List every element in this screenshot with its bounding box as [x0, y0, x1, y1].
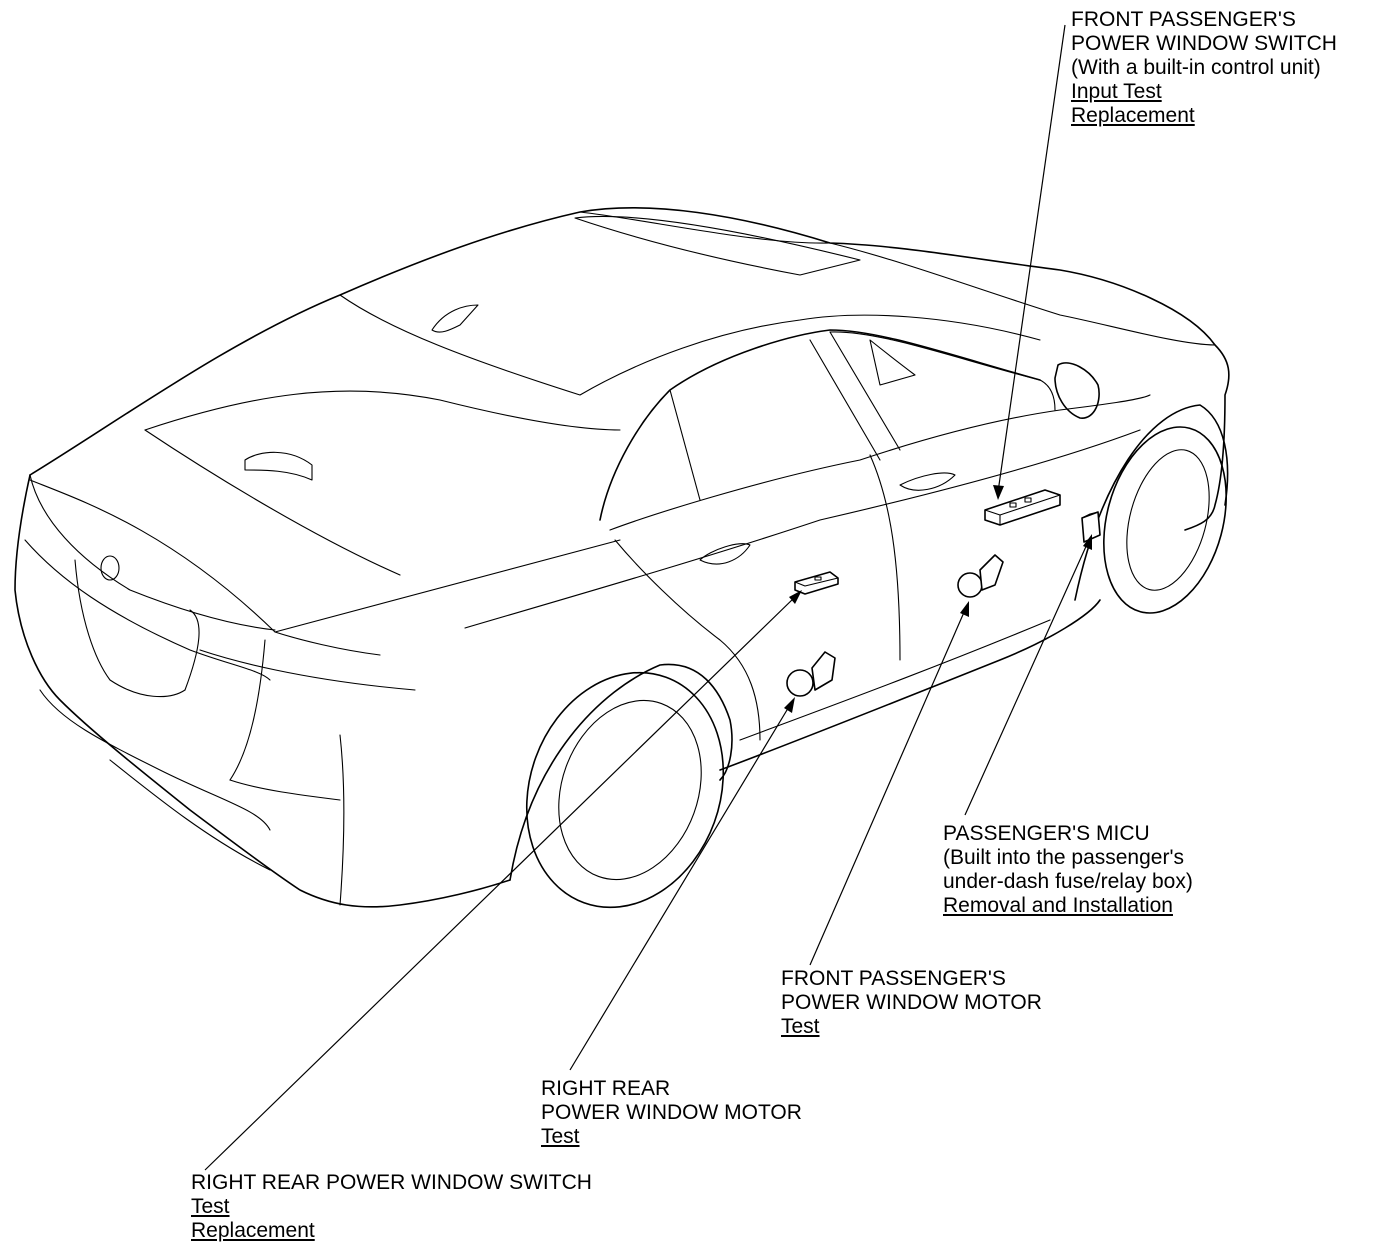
input-test-link[interactable]: Input Test — [1071, 80, 1162, 103]
arrowhead-rear-switch — [789, 590, 802, 604]
leader-front-motor — [809, 609, 966, 966]
leader-rear-motor — [569, 704, 791, 1071]
callout-title-line: FRONT PASSENGER'S — [781, 967, 1006, 990]
callout-title-line: POWER WINDOW SWITCH — [1071, 32, 1337, 55]
callout-title-line: RIGHT REAR — [541, 1077, 671, 1100]
car-outline — [14, 207, 1230, 909]
leader-rear-switch — [204, 596, 796, 1171]
callout-title-line: RIGHT REAR POWER WINDOW SWITCH — [191, 1171, 592, 1194]
callout-title-line: PASSENGER'S MICU — [943, 822, 1150, 845]
callout-title-line: (Built into the passenger's — [943, 846, 1184, 869]
callout-passengers-micu: PASSENGER'S MICU (Built into the passeng… — [943, 822, 1193, 918]
arrowhead-micu — [1083, 534, 1092, 550]
test-link[interactable]: Test — [191, 1195, 230, 1218]
replacement-link[interactable]: Replacement — [191, 1219, 315, 1242]
leader-front-switch — [997, 24, 1066, 493]
test-link[interactable]: Test — [781, 1015, 820, 1038]
removal-and-installation-link[interactable]: Removal and Installation — [943, 894, 1173, 917]
callout-front-passenger-power-window-motor: FRONT PASSENGER'S POWER WINDOW MOTOR Tes… — [781, 967, 1042, 1039]
callout-title-line: under-dash fuse/relay box) — [943, 870, 1193, 893]
front-passenger-switch-part — [984, 489, 1061, 526]
arrowhead-rear-motor — [784, 697, 795, 713]
callout-title-line: (With a built-in control unit) — [1071, 56, 1321, 79]
component-parts — [786, 489, 1101, 697]
right-rear-motor-part — [786, 651, 836, 697]
leader-lines — [204, 24, 1092, 1171]
arrowhead-front-motor — [960, 601, 969, 617]
callout-front-passenger-power-window-switch: FRONT PASSENGER'S POWER WINDOW SWITCH (W… — [1071, 8, 1337, 128]
callout-right-rear-power-window-motor: RIGHT REAR POWER WINDOW MOTOR Test — [541, 1077, 802, 1149]
leader-micu — [964, 541, 1089, 816]
callout-title-line: POWER WINDOW MOTOR — [781, 991, 1042, 1014]
callout-title-line: POWER WINDOW MOTOR — [541, 1101, 802, 1124]
callout-right-rear-power-window-switch: RIGHT REAR POWER WINDOW SWITCH Test Repl… — [191, 1171, 592, 1243]
front-passenger-motor-part — [957, 554, 1004, 598]
callout-title-line: FRONT PASSENGER'S — [1071, 8, 1296, 31]
arrowhead-front-switch — [993, 485, 1004, 500]
right-rear-switch-part — [794, 571, 839, 595]
replacement-link[interactable]: Replacement — [1071, 104, 1195, 127]
passenger-micu-part — [1081, 511, 1101, 543]
test-link[interactable]: Test — [541, 1125, 580, 1148]
